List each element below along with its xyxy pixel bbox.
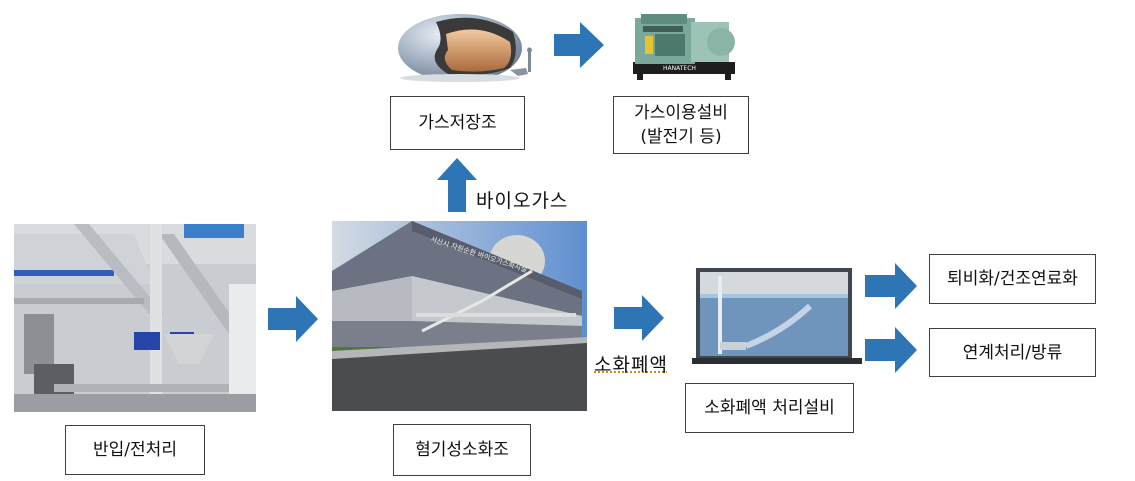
arrow-right-icon bbox=[268, 296, 318, 342]
edge-label-biogas: 바이오가스 bbox=[476, 190, 569, 212]
arrow-right-icon bbox=[865, 327, 917, 373]
gas-holder-dome-illustration bbox=[388, 4, 548, 84]
digestate-tank-illustration bbox=[692, 266, 862, 366]
node-label: 소화폐액 처리설비 bbox=[704, 398, 835, 418]
node-label: 퇴비화/건조연료화 bbox=[947, 269, 1078, 289]
node-label: 반입/전처리 bbox=[93, 440, 177, 460]
arrow-up-icon bbox=[437, 158, 477, 212]
node-gas-utilization: 가스이용설비 (발전기 등) bbox=[613, 96, 749, 154]
node-intake-pretreatment: 반입/전처리 bbox=[65, 425, 205, 475]
node-label: 연계처리/방류 bbox=[962, 342, 1063, 363]
svg-text:HANATECH: HANATECH bbox=[663, 65, 696, 72]
node-linked-treatment-discharge: 연계처리/방류 bbox=[929, 328, 1096, 377]
node-label: 혐기성소화조 bbox=[415, 440, 509, 460]
arrow-right-icon bbox=[554, 22, 604, 68]
arrow-right-icon bbox=[865, 263, 917, 309]
node-label-line1: 가스이용설비 bbox=[634, 103, 728, 123]
node-anaerobic-digester: 혐기성소화조 bbox=[393, 424, 531, 476]
node-label: 가스저장조 bbox=[418, 113, 497, 133]
node-digestate-treatment: 소화폐액 처리설비 bbox=[685, 383, 854, 433]
node-gas-storage: 가스저장조 bbox=[390, 96, 525, 150]
intake-pretreatment-photo bbox=[14, 224, 256, 412]
edge-label-digestate: 소화폐액 bbox=[594, 354, 668, 376]
node-label-line2: (발전기 등) bbox=[640, 127, 722, 147]
node-composting-fuel: 퇴비화/건조연료화 bbox=[929, 254, 1096, 304]
anaerobic-digester-building-photo: 서산시 자원순환 바이오가스화시설 bbox=[332, 221, 587, 411]
generator-photo: HANATECH bbox=[625, 6, 740, 81]
arrow-right-icon bbox=[614, 295, 664, 341]
